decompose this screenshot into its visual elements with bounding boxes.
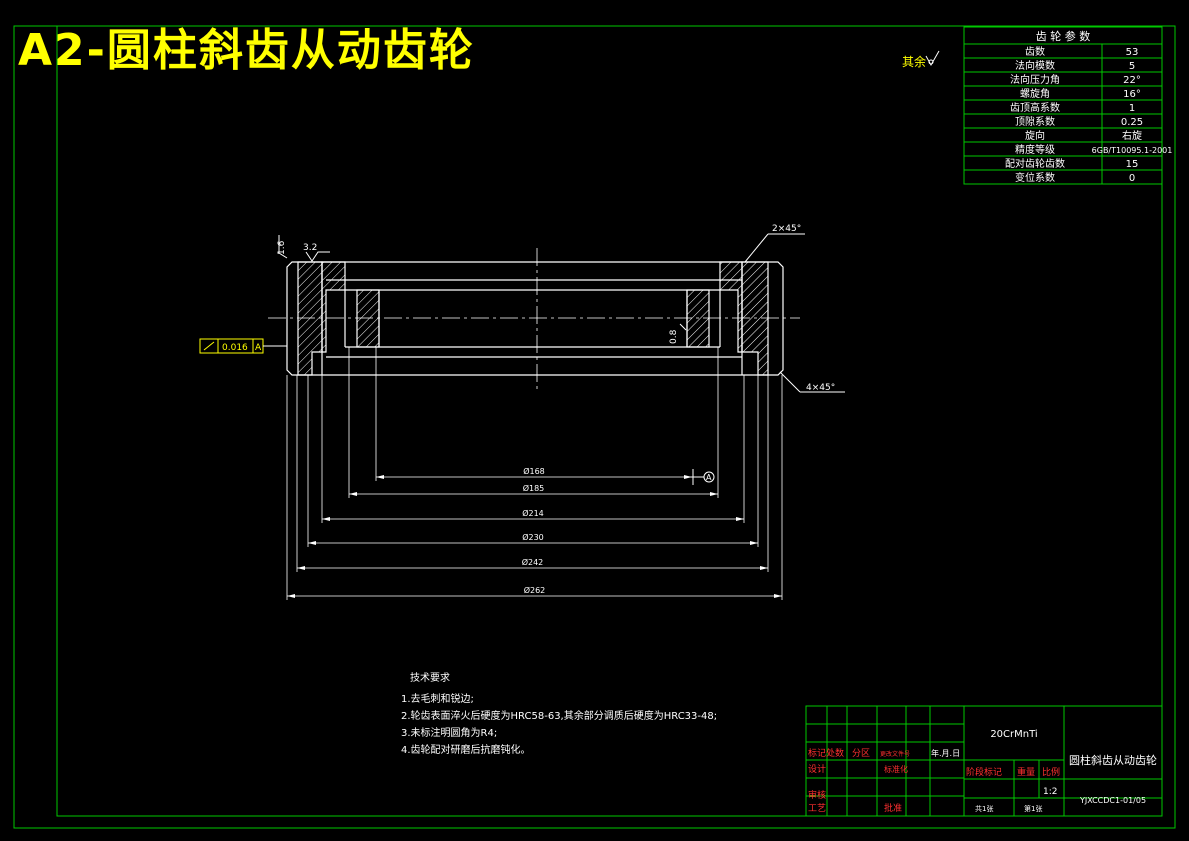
dimension-2: Ø214 (321, 375, 745, 523)
dimension-4: Ø242 (296, 375, 769, 572)
param-name: 螺旋角 (1020, 87, 1050, 100)
svg-text:0.016: 0.016 (222, 343, 248, 353)
dimension-label: Ø214 (522, 508, 544, 518)
param-name: 变位系数 (1015, 171, 1055, 184)
svg-text:比例: 比例 (1042, 766, 1060, 778)
svg-text:批准: 批准 (884, 802, 902, 814)
svg-text:1:2: 1:2 (1043, 787, 1057, 797)
svg-text:设计: 设计 (808, 763, 826, 775)
svg-text:1.6: 1.6 (277, 240, 287, 255)
surface-finish-note: 其余 (902, 50, 940, 69)
dimension-label: Ø168 (523, 466, 545, 476)
param-name: 配对齿轮齿数 (1005, 157, 1065, 170)
param-value: 5 (1129, 61, 1135, 72)
param-name: 旋向 (1025, 129, 1045, 142)
svg-text:年.月.日: 年.月.日 (931, 748, 960, 758)
param-value: 16° (1123, 89, 1141, 100)
tech-req-item: 4.齿轮配对研磨后抗磨钝化。 (401, 743, 531, 756)
param-table-header: 齿 轮 参 数 (1036, 29, 1091, 43)
param-name: 齿数 (1025, 45, 1045, 58)
param-value: 0.25 (1121, 117, 1143, 128)
svg-text:0.8: 0.8 (669, 329, 679, 344)
dimension-3: Ø230 (307, 375, 759, 547)
param-name: 精度等级 (1015, 143, 1055, 156)
svg-text:工艺: 工艺 (808, 803, 826, 814)
datum-marker: A (687, 469, 715, 485)
svg-text:A: A (255, 343, 262, 353)
svg-text:标记处数: 标记处数 (808, 747, 844, 759)
part-name: 圆柱斜齿从动齿轮 (1069, 753, 1157, 767)
tech-req-item: 1.去毛刺和锐边; (401, 692, 474, 705)
drawing-number: YJXCCDC1-01/05 (1079, 796, 1146, 805)
param-value: 22° (1123, 75, 1141, 86)
material: 20CrMnTi (990, 729, 1037, 740)
gear-section-view (286, 261, 784, 376)
centerlines (268, 248, 800, 390)
param-value: 1 (1129, 103, 1135, 114)
tech-req-item: 2.轮齿表面淬火后硬度为HRC58-63,其余部分调质后硬度为HRC33-48; (401, 709, 717, 722)
dimension-label: Ø185 (523, 483, 545, 493)
svg-text:3.2: 3.2 (303, 243, 317, 253)
tolerance-frame: 0.016 A (199, 338, 287, 354)
roughness-symbol-2: 3.2 (303, 243, 330, 262)
svg-text:2×45°: 2×45° (772, 224, 801, 234)
inner-border (56, 25, 1163, 817)
svg-text:审核: 审核 (808, 789, 826, 801)
chamfer-callout-bottom: 4×45° (779, 371, 845, 393)
gear-parameter-table: 齿 轮 参 数 齿数 53 法向模数 5 法向压力角 22° 螺旋角 16° 齿顶高系数 1 顶隙系… (963, 26, 1173, 185)
svg-text:阶段标记: 阶段标记 (966, 766, 1002, 778)
chamfer-callout-top: 2×45° (744, 224, 805, 263)
param-value: 6GB/T10095.1-2001 (1092, 146, 1173, 155)
dimension-1: Ø185 (348, 347, 719, 498)
tech-req-item: 3.未标注明圆角为R4; (401, 726, 497, 739)
svg-text:分区: 分区 (852, 748, 870, 759)
param-name: 法向压力角 (1010, 73, 1060, 86)
svg-text:第1张: 第1张 (1024, 804, 1042, 813)
param-value: 15 (1126, 159, 1139, 170)
svg-text:技术要求: 技术要求 (410, 671, 450, 684)
svg-text:重量: 重量 (1017, 766, 1035, 778)
svg-text:4×45°: 4×45° (806, 383, 835, 393)
param-name: 齿顶高系数 (1010, 101, 1060, 114)
dimension-label: Ø230 (522, 532, 544, 542)
svg-text:A: A (706, 473, 712, 482)
dimension-label: Ø242 (522, 557, 544, 567)
dimension-label: Ø262 (524, 585, 546, 595)
dimension-0: Ø168 (375, 347, 692, 481)
param-value: 53 (1126, 47, 1139, 58)
roughness-symbol-3: 0.8 (669, 323, 687, 344)
drawing-title: A2-圆柱斜齿从动齿轮 (18, 25, 475, 76)
svg-text:标准化: 标准化 (884, 764, 908, 774)
param-name: 法向模数 (1015, 59, 1055, 72)
param-value: 右旋 (1122, 129, 1142, 142)
svg-text:更改文件号: 更改文件号 (880, 750, 910, 758)
svg-text:其余: 其余 (902, 54, 926, 69)
technical-requirements: 技术要求 1.去毛刺和锐边; 2.轮齿表面淬火后硬度为HRC58-63,其余部分调… (401, 671, 717, 756)
param-value: 0 (1129, 173, 1135, 184)
dimension-5: Ø262 (286, 375, 783, 600)
svg-text:共1张: 共1张 (975, 804, 993, 813)
roughness-symbol-1: 1.6 (277, 235, 288, 259)
title-block-text: 20CrMnTi 圆柱斜齿从动齿轮 YJXCCDC1-01/05 标记处数 分区… (808, 729, 1157, 814)
param-name: 顶隙系数 (1015, 115, 1055, 128)
title-block (805, 705, 1163, 817)
outer-border (13, 25, 1176, 829)
